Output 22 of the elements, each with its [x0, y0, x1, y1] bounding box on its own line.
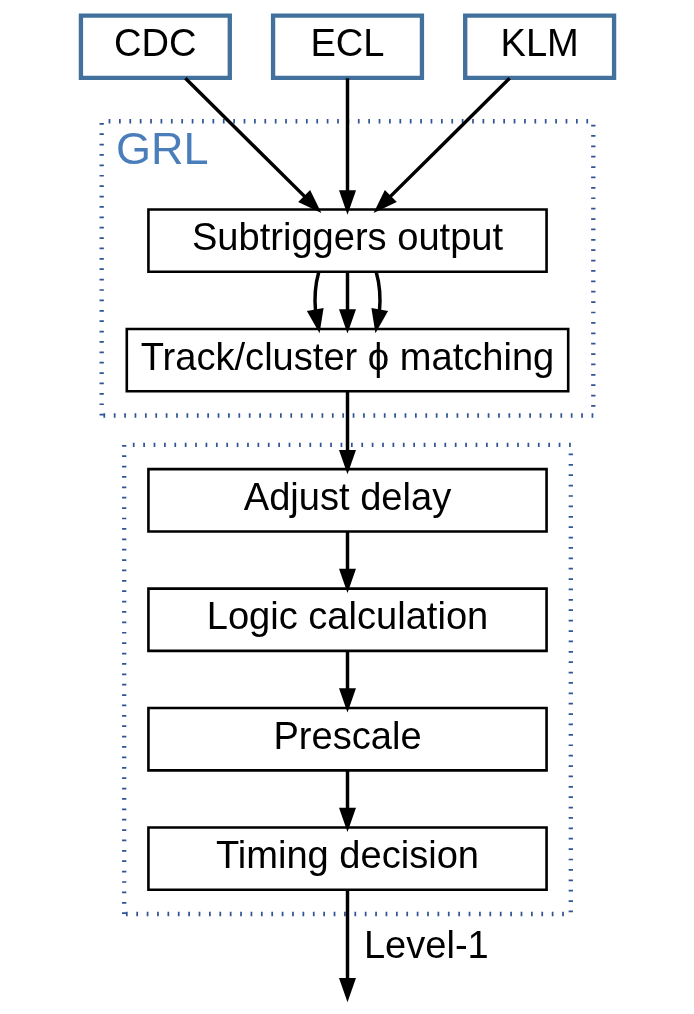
node-box: Prescale	[146, 706, 548, 772]
node-box: ECL	[270, 13, 424, 81]
node-box: Subtriggers output	[146, 208, 548, 274]
arrow	[338, 531, 356, 594]
node-box: Adjust delay	[146, 467, 548, 533]
arrow	[373, 77, 511, 214]
node-box: CDC	[78, 13, 232, 81]
arrow	[338, 272, 356, 334]
edge-label: Level-1	[363, 924, 489, 967]
arrow	[183, 77, 321, 214]
node-box: Track/cluster ϕ matching	[125, 327, 569, 393]
arrow	[338, 890, 356, 1003]
arrow	[370, 271, 388, 334]
arrow	[306, 271, 324, 334]
cluster	[121, 442, 573, 917]
node-box: KLM	[462, 13, 616, 81]
arrow	[338, 391, 356, 475]
node-box: Logic calculation	[146, 587, 548, 653]
arrow	[338, 78, 356, 215]
arrow	[338, 770, 356, 832]
arrow	[338, 651, 356, 713]
node-box: Timing decision	[146, 826, 548, 892]
